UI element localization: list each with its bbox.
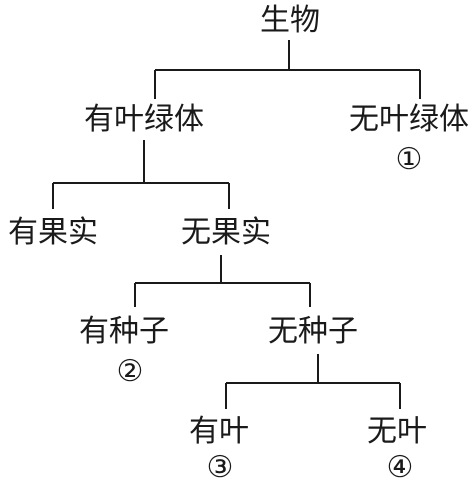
node-level1-left: 有叶绿体 — [84, 102, 204, 137]
node-root: 生物 — [260, 3, 320, 38]
marker-1: ① — [395, 142, 423, 177]
marker-2: ② — [116, 354, 144, 389]
node-level4-left: 有叶 — [189, 414, 249, 449]
node-level3-left: 有种子 — [79, 314, 169, 349]
marker-3: ③ — [206, 450, 234, 485]
node-level4-right: 无叶 — [367, 414, 427, 449]
node-level2-right: 无果实 — [181, 215, 271, 250]
node-level3-right: 无种子 — [268, 314, 358, 349]
node-level1-right: 无叶绿体 — [349, 102, 469, 137]
marker-4: ④ — [386, 450, 414, 485]
node-level2-left: 有果实 — [8, 215, 98, 250]
